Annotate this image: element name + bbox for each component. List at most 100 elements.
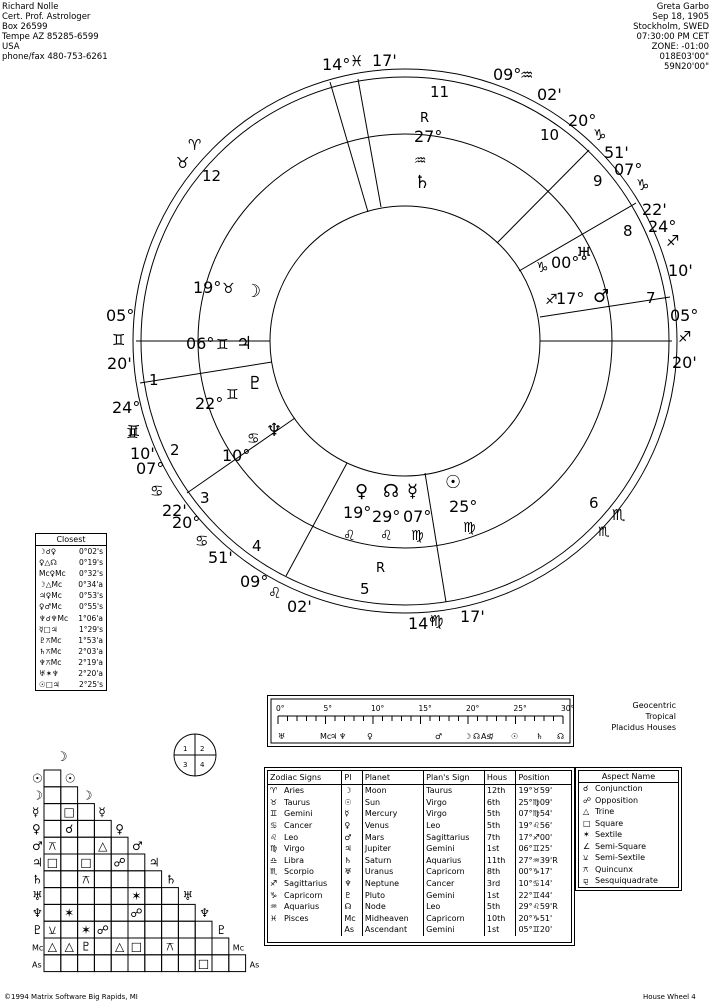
legend-cell: ♑ bbox=[270, 890, 278, 900]
planet-degree: 00° bbox=[551, 253, 579, 272]
grid-aspect-glyph: □ bbox=[198, 956, 209, 970]
scale-label: 25° bbox=[514, 704, 528, 713]
house-number: 6 bbox=[589, 494, 599, 512]
aspect-pair: ☽☌♀ bbox=[39, 547, 57, 556]
cusp-degree: 07° bbox=[614, 160, 642, 179]
legend-cell: 06°♊25' bbox=[518, 844, 553, 854]
degree-scale: 0°5°10°15°20°25°30°♅Mc♃♆♀♂☽☊As☿☉♄☊ bbox=[267, 695, 574, 747]
planet-glyph: ♇ bbox=[247, 373, 263, 394]
grid-diagonal-label: ☉ bbox=[65, 772, 76, 786]
legend-cell: 5th bbox=[484, 808, 517, 820]
legend-cell: ♐ bbox=[270, 879, 278, 889]
grid-cell bbox=[127, 920, 146, 939]
house-number: 2 bbox=[170, 441, 180, 459]
grid-planet-label: ☽ bbox=[32, 788, 43, 802]
cusp-degree: 20° bbox=[172, 513, 200, 532]
legend-cell: ♏ bbox=[270, 867, 278, 877]
legend-cell: ♂ bbox=[341, 831, 363, 843]
grid-cell bbox=[127, 870, 146, 889]
grid-cell bbox=[110, 887, 129, 905]
planet-degree: 25° bbox=[449, 497, 477, 516]
legend-cell: ♒ bbox=[270, 902, 278, 912]
cusp-minute: 02' bbox=[537, 85, 562, 104]
grid-cell bbox=[93, 903, 112, 922]
legend-cell: 8th bbox=[484, 866, 517, 878]
grid-cell bbox=[144, 887, 163, 905]
grid-planet-label: ♄ bbox=[32, 872, 43, 886]
planet-sign: ♍ bbox=[463, 520, 476, 536]
aspect-orb: 0°32's bbox=[78, 569, 103, 579]
cusp-degree: 09° bbox=[240, 572, 268, 591]
grid-aspect-glyph: ✶ bbox=[64, 906, 74, 920]
planet-glyph: ♄ bbox=[414, 172, 430, 193]
chart-place: Stockholm, SWED bbox=[633, 22, 709, 32]
quadrant-label: 1 bbox=[183, 745, 187, 753]
outer-ring bbox=[132, 68, 678, 614]
grid-cell bbox=[43, 786, 62, 805]
grid-diagonal-label: ♂ bbox=[132, 839, 143, 853]
legend-cell: 1st bbox=[484, 889, 517, 901]
closest-row: ♀△☊0°19's bbox=[36, 557, 106, 568]
aspect-glyph: ✶ bbox=[583, 830, 590, 839]
legend-cell: ♆ bbox=[341, 877, 363, 890]
grid-cell bbox=[77, 903, 95, 922]
cusp-line bbox=[139, 361, 273, 384]
grid-diagonal-label: ♃ bbox=[149, 856, 160, 870]
house-number: 1 bbox=[149, 371, 159, 389]
grid-cell bbox=[77, 836, 95, 855]
scale-label: 30° bbox=[561, 704, 574, 713]
chart-time: 07:30:00 PM CET bbox=[636, 32, 709, 42]
cusp-degree: 20° bbox=[568, 111, 596, 130]
legend-cell: Sun bbox=[362, 796, 425, 809]
scale-mark: ♅ bbox=[278, 732, 285, 741]
quadrant-label: 2 bbox=[200, 745, 204, 753]
cusp-degree: 05° bbox=[106, 306, 134, 325]
aspect-name: Opposition bbox=[595, 795, 639, 805]
planet-glyph: ♃ bbox=[236, 333, 252, 354]
legend-cell: ♋ bbox=[270, 821, 278, 831]
grid-planet-label: As bbox=[32, 960, 42, 969]
legend-cell: 25°♍09' bbox=[518, 797, 553, 807]
aspect-pair: ☽△Mc bbox=[39, 580, 63, 590]
grid-aspect-glyph: ✶ bbox=[81, 923, 91, 937]
geo-line: Tropical bbox=[645, 712, 676, 721]
scale-mark: ☉ bbox=[511, 732, 518, 741]
aspect-legend-row: ⚻Quincunx bbox=[579, 864, 678, 876]
aspect-glyph: ⚺ bbox=[583, 853, 589, 862]
planet-glyph: ☿ bbox=[407, 481, 418, 502]
scale-mark: ♀ bbox=[367, 732, 373, 741]
grid-cell bbox=[161, 920, 179, 939]
planet-degree: 29° bbox=[372, 507, 400, 526]
aspect-pair: ☉□♃ bbox=[39, 680, 60, 690]
aspect-legend-row: ⚼Sesquiquadrate bbox=[579, 875, 678, 887]
cusp-minute: 20' bbox=[107, 354, 132, 373]
legend-cell: 27°♒39'R bbox=[518, 855, 558, 865]
cusp-sign: ♋ bbox=[150, 482, 163, 500]
grid-cell bbox=[43, 803, 62, 821]
aspect-pair: ♃♀Mc bbox=[39, 591, 62, 601]
legend-cell: Mc bbox=[341, 912, 363, 925]
grid-cell bbox=[43, 954, 62, 973]
grid-cell bbox=[144, 920, 163, 939]
aspect-legend-title: Aspect Name bbox=[579, 771, 678, 783]
cusp-minute: 10' bbox=[130, 444, 155, 463]
legend-cell: Leo bbox=[423, 819, 485, 832]
closest-row: ☽☌♀0°02's bbox=[36, 546, 106, 557]
grid-cell bbox=[110, 836, 129, 855]
legend-cell: 5th bbox=[484, 819, 517, 832]
cusp-sign: ♍ bbox=[430, 612, 443, 630]
scale-mark: ☊ bbox=[557, 732, 564, 741]
legend-cell: 22°♊44' bbox=[518, 890, 553, 900]
legend-cell: Neptune bbox=[362, 877, 425, 890]
aspect-pair: ♀♂Mc bbox=[39, 602, 62, 612]
cusp-minute: 17' bbox=[460, 607, 485, 626]
aspect-glyph: ⚻ bbox=[583, 864, 589, 874]
geo-line: Geocentric bbox=[632, 701, 676, 710]
